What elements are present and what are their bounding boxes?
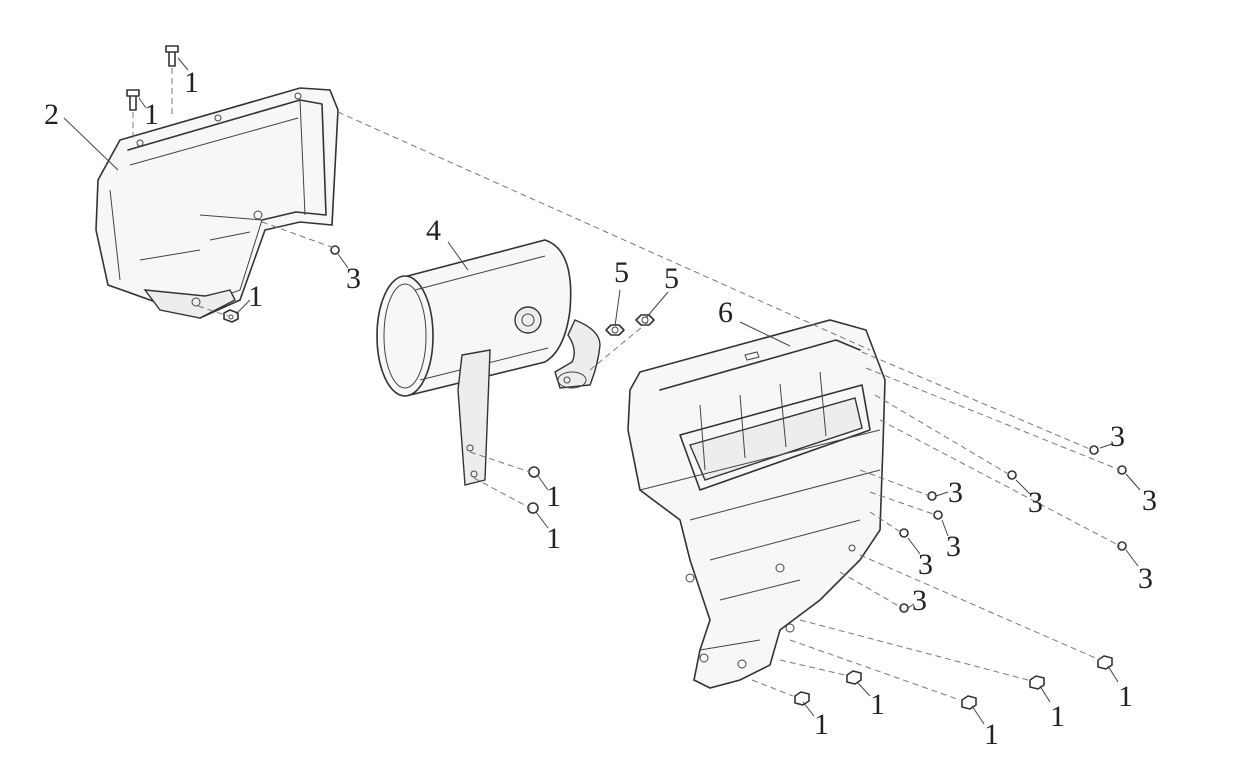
bolt-1-d [1029,675,1045,690]
nut-3-a [1089,445,1099,455]
callout-3-h: 3 [1138,562,1153,595]
callout-2: 2 [44,98,59,131]
callout-3-e: 3 [948,476,963,509]
callout-1-bottom-a: 1 [814,708,829,741]
nut-bracket-a [528,466,540,478]
assembly-lines [132,68,1121,701]
nut-3-c [1007,470,1017,480]
bolt-1-b [846,670,862,685]
nut-bracket-b [527,502,539,514]
callout-3-c: 3 [1142,484,1157,517]
callout-1-bottom-c: 1 [984,718,999,751]
callout-5-a: 5 [614,256,629,289]
callout-1-bracket-a: 1 [546,480,561,513]
callout-1-top-b: 1 [144,98,159,131]
callout-1-top-a: 1 [184,66,199,99]
callouts: 1 1 2 3 1 4 5 5 6 1 1 3 3 3 3 3 3 3 3 1 … [44,66,1157,751]
callout-1-bottom-b: 1 [870,688,885,721]
bolt-top-b [126,89,140,111]
callout-3-d: 3 [1028,486,1043,519]
callout-3-g: 3 [918,548,933,581]
bolt-left-bottom [223,309,239,323]
bolt-1-c [961,695,977,710]
nut-3-e [933,510,943,520]
bolt-top-a [165,45,179,67]
part-4-muffler [376,239,601,486]
callout-3-f: 3 [946,530,961,563]
nut-left-3 [330,245,340,255]
callout-1-bracket-b: 1 [546,522,561,555]
part-6-lower-housing [627,319,886,689]
callout-3-b: 3 [1110,420,1125,453]
leader-lines [63,57,1141,725]
nut-3-f [899,528,909,538]
nut-3-g [1117,541,1127,551]
callout-3-left: 3 [346,262,361,295]
callout-1-bottom-d: 1 [1050,700,1065,733]
part-5-nut-b [635,314,655,326]
callout-4: 4 [426,214,441,247]
callout-1-bottom-e: 1 [1118,680,1133,713]
callout-3-i: 3 [912,584,927,617]
callout-6: 6 [718,296,733,329]
callout-5-b: 5 [664,262,679,295]
bolt-1-a [794,691,810,706]
bolt-1-e [1097,655,1113,670]
part-5-nut-a [605,324,625,336]
nut-3-b [1117,465,1127,475]
part-2-upper-cover [95,87,339,319]
callout-1-left: 1 [248,280,263,313]
